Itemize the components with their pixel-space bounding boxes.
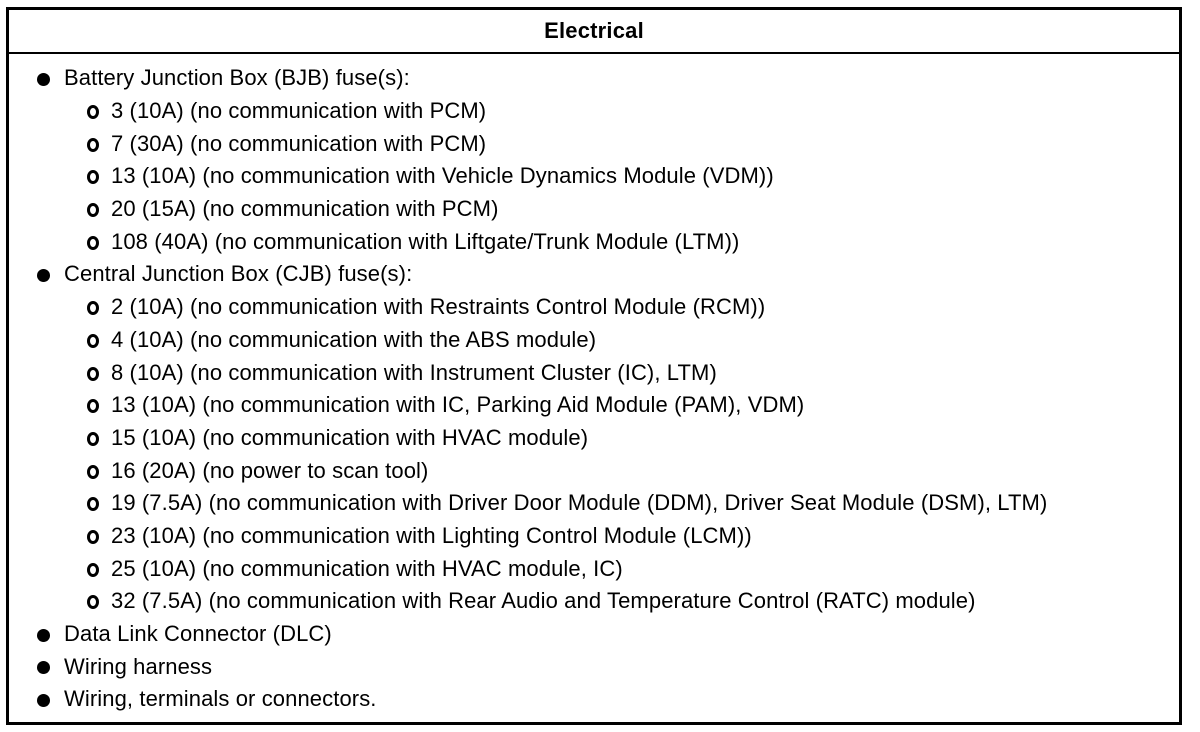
sub-list-item-label: 19 (7.5A) (no communication with Driver …	[111, 490, 1048, 516]
sub-list-item-label: 25 (10A) (no communication with HVAC mod…	[111, 555, 623, 581]
list-item: Central Junction Box (CJB) fuse(s):	[9, 259, 1175, 292]
open-bullet-icon	[87, 562, 99, 577]
sub-list-item: 16 (20A) (no power to scan tool)	[9, 455, 1175, 488]
open-bullet-icon	[87, 203, 99, 218]
table-title: Electrical	[544, 18, 644, 43]
filled-bullet-icon	[37, 72, 50, 86]
list-item-label: Central Junction Box (CJB) fuse(s):	[64, 261, 413, 287]
sub-list-item: 2 (10A) (no communication with Restraint…	[9, 292, 1175, 325]
sub-list-item-label: 23 (10A) (no communication with Lighting…	[111, 522, 752, 548]
sub-list-item: 13 (10A) (no communication with IC, Park…	[9, 390, 1175, 423]
sub-list-item-label: 7 (30A) (no communication with PCM)	[111, 130, 487, 156]
open-bullet-icon	[87, 170, 99, 185]
list-item-label: Data Link Connector (DLC)	[64, 621, 332, 647]
filled-bullet-icon	[37, 268, 50, 282]
sub-list-item-label: 4 (10A) (no communication with the ABS m…	[111, 326, 597, 352]
list-item: Wiring, terminals or connectors.	[9, 684, 1175, 717]
sub-list-item-label: 8 (10A) (no communication with Instrumen…	[111, 359, 717, 385]
sub-list-item: 20 (15A) (no communication with PCM)	[9, 194, 1175, 227]
sub-list-item: 8 (10A) (no communication with Instrumen…	[9, 357, 1175, 390]
list-item-label: Wiring harness	[64, 653, 213, 679]
open-bullet-icon	[87, 595, 99, 610]
sub-list-item-label: 13 (10A) (no communication with Vehicle …	[111, 163, 774, 189]
list-item-label: Wiring, terminals or connectors.	[64, 686, 377, 712]
list-item: Data Link Connector (DLC)	[9, 619, 1175, 652]
open-bullet-icon	[87, 105, 99, 120]
filled-bullet-icon	[37, 693, 50, 707]
sub-list-item: 7 (30A) (no communication with PCM)	[9, 128, 1175, 161]
sub-list-item: 25 (10A) (no communication with HVAC mod…	[9, 553, 1175, 586]
sub-list-item-label: 16 (20A) (no power to scan tool)	[111, 457, 429, 483]
open-bullet-icon	[87, 497, 99, 512]
filled-bullet-icon	[37, 661, 50, 675]
list-item-label: Battery Junction Box (BJB) fuse(s):	[64, 65, 410, 91]
open-bullet-icon	[87, 333, 99, 348]
sub-list-item-label: 32 (7.5A) (no communication with Rear Au…	[111, 588, 976, 614]
open-bullet-icon	[87, 399, 99, 414]
sub-list-item-label: 2 (10A) (no communication with Restraint…	[111, 294, 766, 320]
sub-list-item: 3 (10A) (no communication with PCM)	[9, 96, 1175, 129]
electrical-table: Electrical Battery Junction Box (BJB) fu…	[6, 7, 1182, 725]
table-header: Electrical	[9, 10, 1179, 54]
filled-bullet-icon	[37, 628, 50, 642]
list-item: Wiring harness	[9, 651, 1175, 684]
open-bullet-icon	[87, 235, 99, 250]
open-bullet-icon	[87, 301, 99, 316]
sub-list-item: 4 (10A) (no communication with the ABS m…	[9, 325, 1175, 358]
open-bullet-icon	[87, 431, 99, 446]
sub-list-item: 23 (10A) (no communication with Lighting…	[9, 521, 1175, 554]
sub-list-item: 15 (10A) (no communication with HVAC mod…	[9, 423, 1175, 456]
sub-list-item: 108 (40A) (no communication with Liftgat…	[9, 226, 1175, 259]
sub-list-item: 32 (7.5A) (no communication with Rear Au…	[9, 586, 1175, 619]
sub-list-item: 13 (10A) (no communication with Vehicle …	[9, 161, 1175, 194]
sub-list-item-label: 3 (10A) (no communication with PCM)	[111, 98, 487, 124]
open-bullet-icon	[87, 137, 99, 152]
sub-list-item-label: 15 (10A) (no communication with HVAC mod…	[111, 424, 589, 450]
open-bullet-icon	[87, 529, 99, 544]
table-body: Battery Junction Box (BJB) fuse(s): 3 (1…	[9, 54, 1179, 717]
open-bullet-icon	[87, 366, 99, 381]
sub-list-item-label: 108 (40A) (no communication with Liftgat…	[111, 228, 740, 254]
list-item: Battery Junction Box (BJB) fuse(s):	[9, 63, 1175, 96]
open-bullet-icon	[87, 464, 99, 479]
sub-list-item-label: 20 (15A) (no communication with PCM)	[111, 196, 499, 222]
sub-list-item-label: 13 (10A) (no communication with IC, Park…	[111, 392, 805, 418]
sub-list-item: 19 (7.5A) (no communication with Driver …	[9, 488, 1175, 521]
